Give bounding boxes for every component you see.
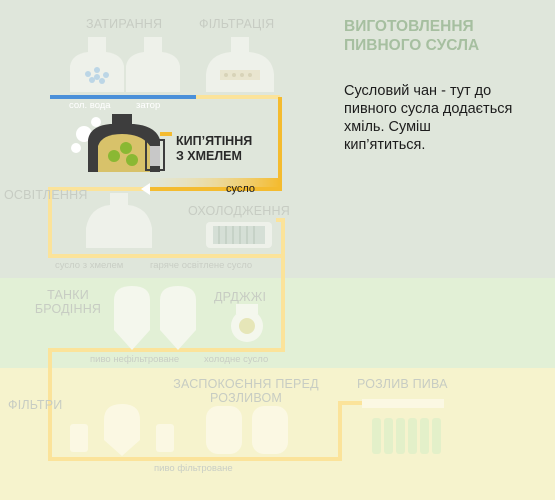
flow-unfiltered-beer-label: пиво нефільтроване: [90, 354, 180, 365]
hops-icon: [108, 142, 138, 166]
calming-tanks: [206, 406, 288, 454]
mash-tun-1: [70, 37, 124, 92]
pipe-fermentation-filters: [48, 256, 365, 461]
stage-bottling-label: Розлив пива: [357, 377, 448, 391]
filter-tank: [104, 404, 140, 456]
flow-cold-wort-label: холодне сусло: [204, 354, 269, 365]
wort-flow-highlight: [146, 178, 280, 187]
flow-wort-with-hops-label: сусло з хмелем: [55, 260, 124, 271]
lauter-tun: [206, 37, 274, 92]
cooler: [206, 222, 272, 248]
active-pipe: [146, 97, 282, 191]
stage-filtration-label: Фільтрація: [199, 17, 275, 31]
filter-tanks: [70, 404, 174, 456]
flow-hot-clarified-wort-label: гаряче освітлене сусло: [150, 260, 253, 271]
whirlpool: [86, 193, 152, 248]
stage-boiling-label: Кип’ятіння з хмелем: [176, 134, 253, 163]
mash-tun-2: [126, 37, 180, 92]
boil-kettle: [71, 114, 165, 172]
pipe-network: [48, 187, 365, 461]
flow-filtered-beer-label: пиво фільтроване: [154, 463, 233, 474]
flow-arrow-icon: [141, 183, 150, 195]
stage-yeast-label: Дрджжі: [214, 290, 267, 304]
calming-tank-1: [206, 406, 242, 454]
stage-cooling-label: Охолодження: [188, 204, 290, 218]
gear-icon: [71, 117, 101, 153]
yeast-vessel: [231, 304, 263, 342]
flow-mash-label: затор: [136, 100, 161, 111]
calming-tank-2: [252, 406, 288, 454]
stage-filters-label: Фільтри: [8, 398, 63, 412]
fermentation-tanks: [114, 286, 196, 350]
pipe-cooling: [148, 218, 285, 258]
stage-clarification-label: Освітлення: [4, 188, 88, 202]
stage-mashing-label: Затирання: [86, 17, 163, 31]
fermentation-tank-2: [160, 286, 196, 350]
active-wort-pipe: [146, 97, 282, 191]
filter-small-1: [70, 424, 88, 452]
stage-calming-label: Заспокоєння перед розливом: [173, 377, 319, 405]
page-title: Виготовлення пивного сусла: [344, 18, 480, 54]
stage-description: Сусловий чан - тут до пивного сусла дода…: [344, 83, 513, 153]
fermentation-section: [0, 278, 555, 368]
pipe-clarification: [48, 187, 148, 258]
bottling-line: [362, 399, 444, 454]
filter-small-2: [156, 424, 174, 452]
fermentation-tank-1: [114, 286, 150, 350]
stage-fermentation-label: Танки бродіння: [34, 288, 102, 316]
flow-salt-water-label: сол. вода: [69, 100, 111, 111]
flow-wort-label: сусло: [226, 183, 256, 195]
